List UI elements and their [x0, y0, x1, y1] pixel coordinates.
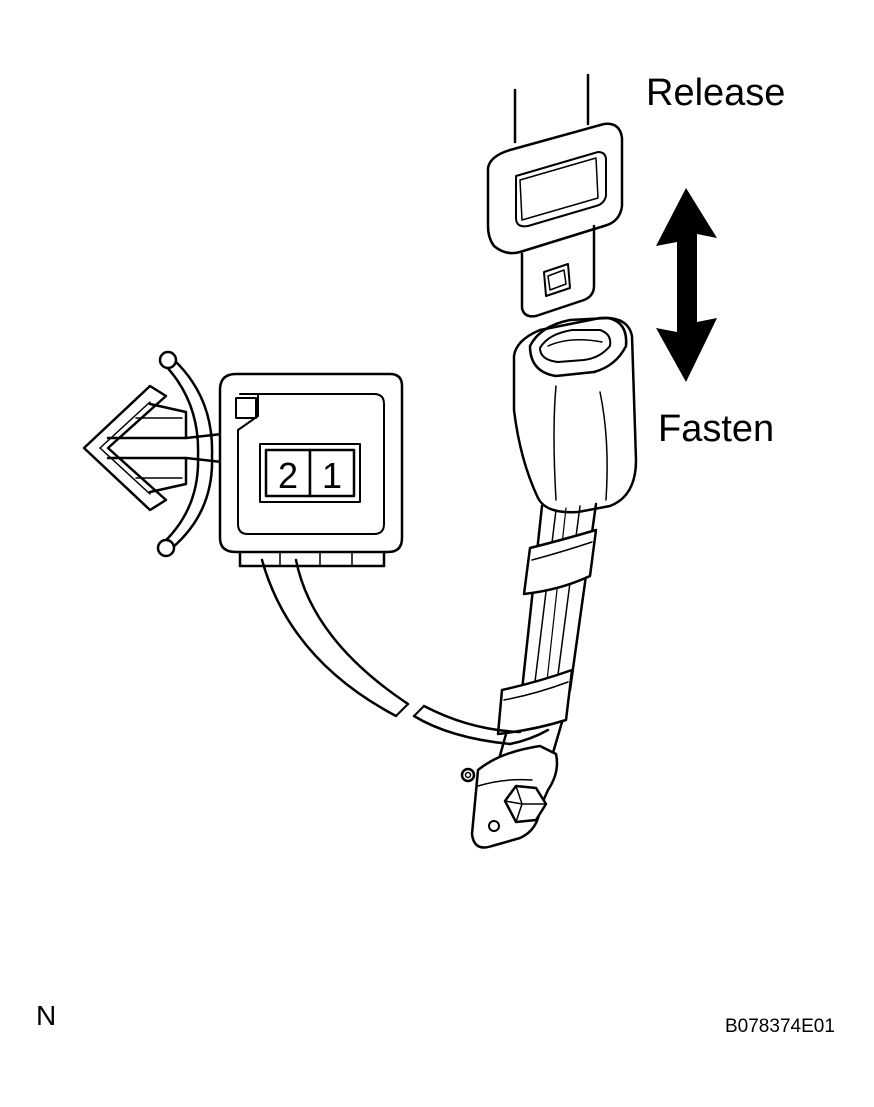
corner-mark-label: N — [36, 1000, 57, 1031]
connector-clip — [82, 350, 224, 558]
terminal-2-box — [264, 448, 312, 498]
belt-webbing — [513, 73, 590, 144]
release-fasten-arrow — [656, 188, 717, 382]
terminal-1-label: 1 — [322, 455, 342, 496]
terminal-1-box — [308, 448, 356, 498]
terminal-2-label: 2 — [278, 455, 298, 496]
fasten-label: Fasten — [658, 408, 775, 450]
figure-code-label: B078374E01 — [725, 1016, 835, 1037]
release-label: Release — [646, 72, 786, 114]
anchor-bracket — [460, 744, 559, 849]
buckle-head — [512, 316, 638, 514]
connector-terminals: 2 1 — [259, 443, 361, 503]
sensor-harness — [260, 558, 550, 746]
tongue-plate — [486, 122, 624, 318]
